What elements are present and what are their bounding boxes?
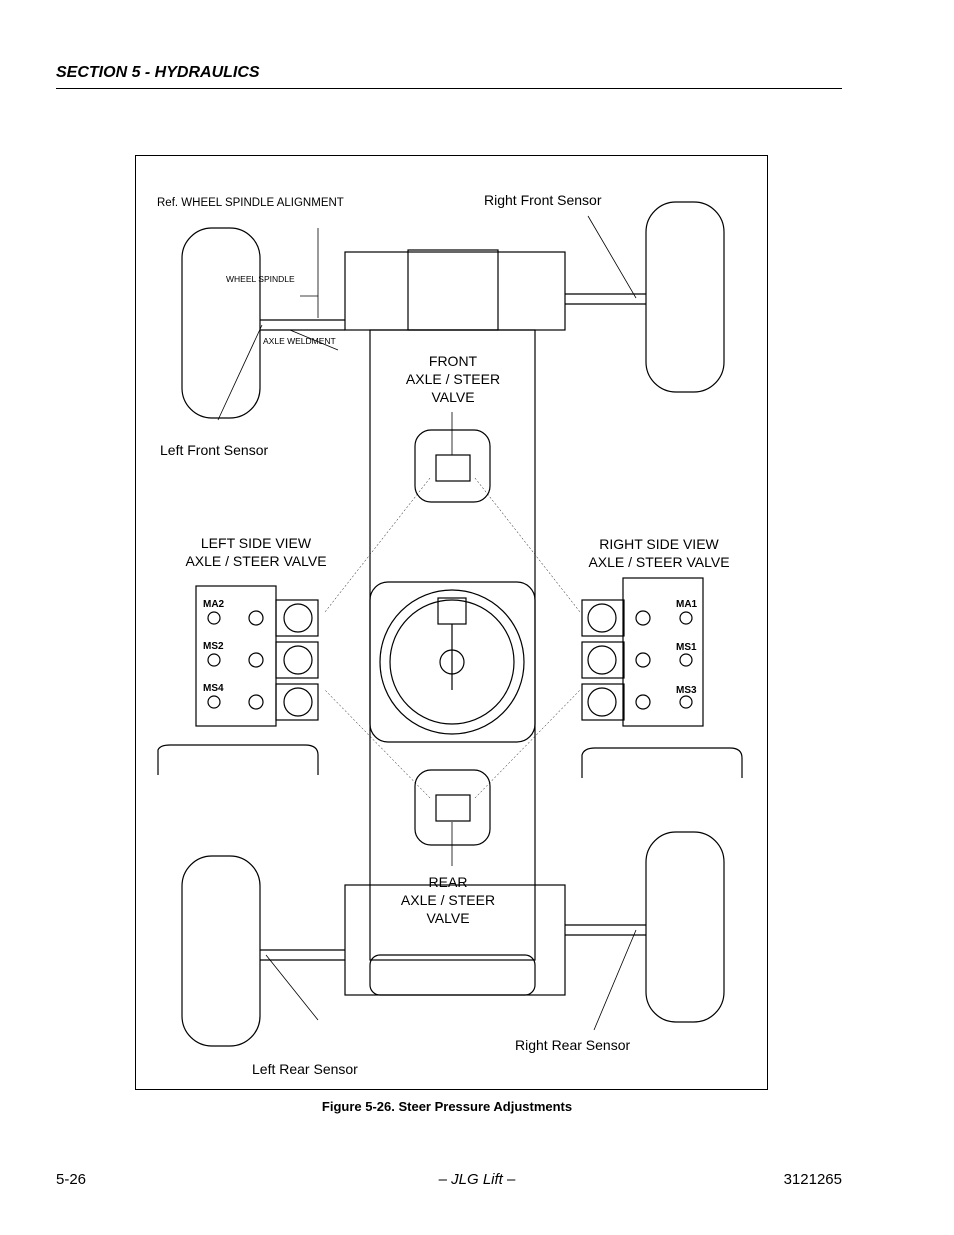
label-ref-alignment: Ref. WHEEL SPINDLE ALIGNMENT <box>157 197 344 209</box>
rear-valve-box <box>414 769 491 846</box>
right-rear-tire <box>645 831 725 1023</box>
port-ms4: MS4 <box>203 683 224 694</box>
port-ma2: MA2 <box>203 599 225 610</box>
right-front-tire <box>645 201 725 393</box>
front-valve-box <box>414 429 491 503</box>
figure-caption-text: Figure 5-26. Steer Pressure Adjustments <box>321 1099 573 1114</box>
label-right-view-2: AXLE / STEER VALVE <box>588 554 729 570</box>
left-rear-tire <box>181 855 261 1047</box>
label-axle-weldment: AXLE WELDMENT <box>263 336 336 346</box>
label-front-valve-2: AXLE / STEER <box>406 371 500 387</box>
label-left-view-2: AXLE / STEER VALVE <box>185 553 326 569</box>
port-ma1: MA1 <box>676 599 698 610</box>
right-valve-block <box>622 577 704 727</box>
right-view-bracket <box>581 747 743 778</box>
document-number: 3121265 <box>783 1171 842 1188</box>
label-front-valve-3: VALVE <box>431 389 474 405</box>
port-ms2: MS2 <box>203 641 224 652</box>
label-left-front-sensor: Left Front Sensor <box>160 442 269 458</box>
section-header: SECTION 5 - HYDRAULICS <box>56 64 260 81</box>
label-left-view-1: LEFT SIDE VIEW <box>201 535 312 551</box>
header-rule <box>56 88 842 89</box>
front-axle-frame <box>344 251 566 331</box>
label-right-front-sensor: Right Front Sensor <box>484 192 602 208</box>
figure-frame <box>135 155 768 1090</box>
label-rear-valve-1: REAR <box>429 874 468 890</box>
turntable-box <box>369 581 536 743</box>
footer-center: – JLG Lift – <box>438 1171 516 1188</box>
label-wheel-spindle: WHEEL SPINDLE <box>226 274 295 284</box>
page-number: 5-26 <box>56 1171 87 1188</box>
label-rear-valve-2: AXLE / STEER <box>401 892 495 908</box>
port-ms1: MS1 <box>676 642 697 653</box>
label-right-rear-sensor: Right Rear Sensor <box>515 1037 631 1053</box>
left-front-tire <box>181 227 261 419</box>
label-right-view-1: RIGHT SIDE VIEW <box>599 536 719 552</box>
label-front-valve-1: FRONT <box>429 353 478 369</box>
label-left-rear-sensor: Left Rear Sensor <box>252 1061 358 1077</box>
left-view-bracket <box>157 744 319 775</box>
port-ms3: MS3 <box>676 685 697 696</box>
label-rear-valve-3: VALVE <box>426 910 469 926</box>
figure-caption: Figure 5-26. Steer Pressure Adjustments <box>0 1099 954 1114</box>
